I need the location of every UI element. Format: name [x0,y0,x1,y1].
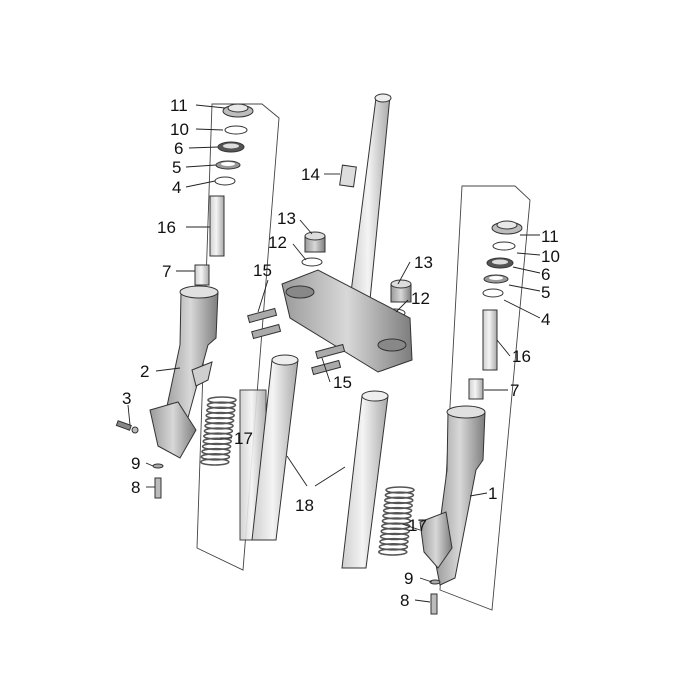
callout-10-left: 10 [170,120,189,139]
callout-5-left: 5 [172,158,181,177]
left-spring [200,396,237,466]
left-o-ring [224,125,248,135]
callout-3: 3 [122,389,131,408]
right-fork-assembly [377,185,531,615]
spring-coil [206,401,237,409]
leader-lines [127,104,541,603]
callout-4-right: 4 [541,310,550,329]
left-bushing [194,264,210,286]
callout-8-left: 8 [131,478,140,497]
callout-12-right: 12 [411,289,430,308]
callout-1: 1 [488,484,497,503]
callout-11-right: 11 [541,227,559,246]
spring-coil [203,432,233,440]
spring-coil [207,396,237,404]
callout-18: 18 [295,496,314,515]
callout-13-right: 13 [414,253,433,272]
right-washer-9 [429,579,441,585]
callout-17-left: 17 [234,429,253,448]
spring-coil [383,501,414,510]
clamp-bolt-lower-2 [311,359,342,376]
callout-15-lower: 15 [333,373,352,392]
callout-6-left: 6 [174,139,183,158]
callout-13-left: 13 [277,209,296,228]
spring-coil [200,458,230,466]
spring-coil [381,517,412,525]
spring-coil [203,427,234,435]
callout-7-left: 7 [162,262,171,281]
right-o-ring [492,241,516,251]
left-circlip [214,176,236,186]
spring-coil [201,447,231,456]
clamp-bolt-upper-2 [251,323,282,340]
right-spring [377,486,415,556]
callout-7-right: 7 [510,381,519,400]
left-inner-tube [209,195,225,257]
stem-key [339,164,357,188]
callout-6-right: 6 [541,265,550,284]
left-screw-3 [115,420,132,431]
callout-9-left: 9 [131,454,140,473]
callout-10-right: 10 [541,247,560,266]
right-bolt-8 [430,593,438,615]
spring-coil [206,406,236,415]
callout-11-left: 11 [170,96,188,115]
right-bushing [468,378,484,400]
clamp-bolt-upper [247,307,278,324]
callout-8-right: 8 [400,591,409,610]
spring-coil [379,537,409,546]
spring-coil [382,506,413,515]
spring-coil [377,548,408,556]
spring-coil [202,437,232,446]
spring-coil [384,491,415,499]
right-inner-tube [482,309,498,371]
callout-9-right: 9 [404,569,413,588]
callout-4-left: 4 [172,178,181,197]
steering-stem [349,95,391,301]
spring-coil [205,411,235,420]
clamp-bolt-lower [315,343,346,360]
left-bracket [191,361,213,387]
spring-coil [200,453,231,461]
left-washer-9 [152,463,164,469]
left-fork-frame [196,103,280,571]
spring-coil [382,512,412,520]
left-bolt-8 [154,477,162,499]
left-axle-lug [149,401,197,459]
spring-coil [380,527,411,536]
spring-coil [383,496,414,505]
spring-coil [385,486,415,494]
right-circlip [482,288,504,298]
spring-coil [204,416,235,425]
upper-washer-left [301,257,323,267]
callout-16-right: 16 [512,347,531,366]
spring-coil [204,422,234,430]
spring-coil [379,532,410,541]
callout-15-upper: 15 [253,261,272,280]
spring-coil [378,543,409,551]
callout-5-right: 5 [541,283,550,302]
spring-coil [201,442,232,451]
callout-17-right: 17 [408,516,427,535]
callout-labels: 11 10 6 5 4 16 7 2 3 9 8 17 14 13 12 15 … [122,96,560,610]
right-axle-lug [419,511,453,569]
callout-16-left: 16 [157,218,176,237]
callout-14: 14 [301,165,320,184]
steering-stem-assembly [247,93,413,569]
callout-2: 2 [140,362,149,381]
callout-12-left: 12 [268,233,287,252]
left-fork-assembly [115,103,280,571]
